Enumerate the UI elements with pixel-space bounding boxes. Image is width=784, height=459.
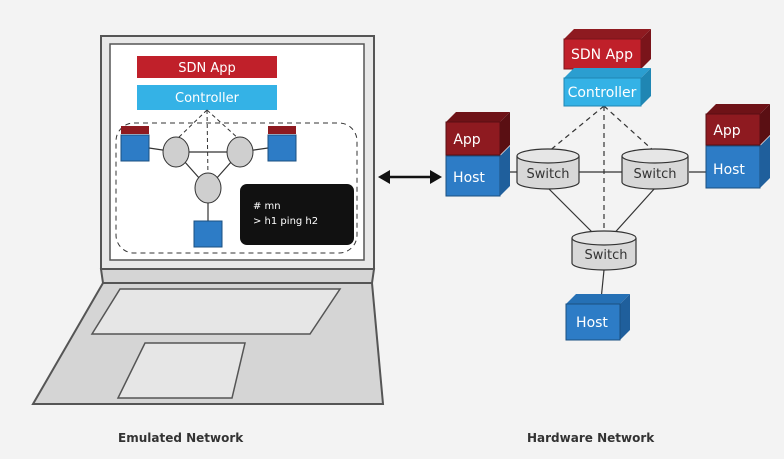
emulated-host-bottom	[193, 220, 223, 248]
emulated-sdn-app-label: SDN App	[178, 61, 236, 76]
emulated-controller-box	[137, 85, 277, 110]
emulated-app-cap-left	[121, 126, 149, 134]
hardware-app-right-label: App	[713, 123, 740, 139]
hardware-switch-bottom: Switch	[571, 230, 637, 271]
hardware-host-right-label: Host	[713, 162, 745, 178]
terminal-line-2: > h1 ping h2	[253, 216, 318, 227]
emulated-switch	[162, 136, 190, 168]
hardware-host-left: Host	[445, 146, 510, 197]
emulated-network: SDN App Controller # mn > h1 ping h2	[115, 56, 358, 254]
hardware-controller-box: Controller	[563, 68, 651, 107]
hardware-switch-right-label: Switch	[634, 167, 677, 182]
hardware-sdn-app-box: SDN App	[563, 29, 651, 70]
hardware-switch-left: Switch	[516, 148, 580, 190]
hardware-network-caption: Hardware Network	[527, 431, 655, 445]
laptop-hinge	[99, 268, 376, 284]
terminal-line-1: # mn	[253, 201, 281, 212]
hardware-app-right: App	[705, 104, 770, 146]
hardware-control-link	[547, 105, 605, 153]
emulated-network-caption: Emulated Network	[118, 431, 244, 445]
hardware-host-bottom: Host	[565, 294, 630, 341]
emulated-control-link	[175, 109, 208, 141]
emulated-controller-label: Controller	[175, 91, 240, 106]
hardware-network: SDN App Controller App Host App	[445, 29, 770, 341]
hardware-sdn-app-label: SDN App	[571, 47, 633, 63]
hardware-app-left-label: App	[453, 132, 480, 148]
hardware-switch-bottom-label: Switch	[585, 248, 628, 263]
hardware-host-bottom-label: Host	[576, 315, 608, 331]
emulated-switch	[226, 136, 254, 168]
emulated-network-boundary	[115, 122, 358, 254]
hardware-switch-left-label: Switch	[527, 167, 570, 182]
hardware-host-right: Host	[705, 136, 770, 189]
emulated-control-link	[206, 109, 241, 141]
hardware-link	[547, 187, 599, 239]
emulated-control-link	[206, 109, 209, 179]
emulated-app-cap-right	[268, 126, 296, 134]
emulated-host-left	[120, 134, 150, 162]
hardware-control-link	[603, 105, 656, 153]
hardware-app-left: App	[445, 112, 510, 156]
hardware-switch-right: Switch	[621, 148, 689, 190]
laptop-keyboard	[90, 288, 342, 335]
hardware-controller-label: Controller	[568, 85, 637, 101]
hardware-link	[609, 187, 656, 239]
laptop-trackpad	[116, 342, 246, 399]
emulated-sdn-app-box	[137, 56, 277, 78]
hardware-host-left-label: Host	[453, 170, 485, 186]
terminal-window	[240, 184, 354, 245]
emulated-host-right	[267, 134, 297, 162]
emulated-switch	[194, 172, 222, 204]
bidirectional-arrow	[378, 170, 442, 184]
